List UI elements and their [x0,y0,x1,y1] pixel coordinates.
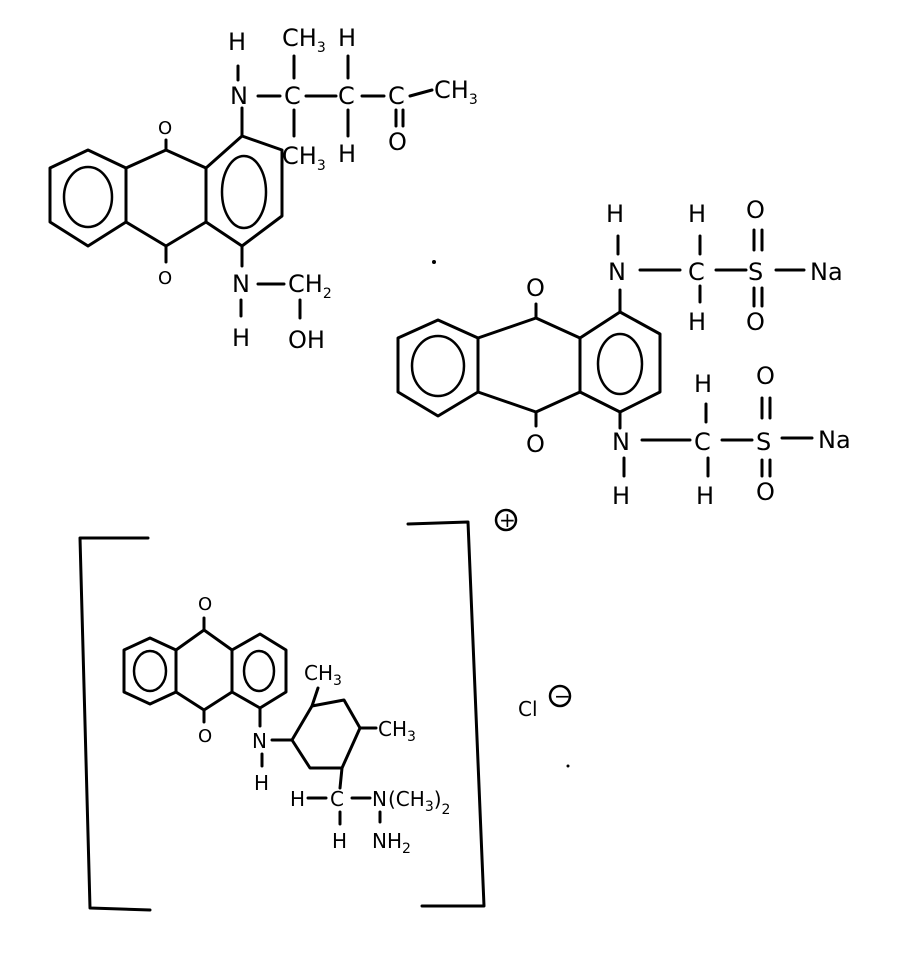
mol2-right-ring-aromatic-circle [598,334,642,394]
mol2-h-top-n: H [606,200,624,228]
mol2-right-ring [580,312,660,412]
chloride-ion: Cl − [518,684,571,721]
molecule-1: O O N H C CH3 CH3 C H H C O CH3 N H [50,24,478,354]
mol2-na-top: Na [810,258,843,286]
bracket-left [80,538,150,910]
mol1-c-carbonyl: C [388,82,405,110]
mol1-quinone-o-top: O [158,118,172,139]
mol1-c3-ch3-bond [410,90,432,96]
mol3-ch3-top-bond [312,688,318,706]
charge-plus: + [499,508,516,532]
mol3-nh2: NH2 [372,829,411,857]
mol1-amino-h-bottom: H [232,324,250,352]
mol3-c: C [330,787,344,811]
mol1-h-top: H [338,24,356,52]
mol3-central-ring [176,630,232,710]
mol3-right-ring-aromatic-circle [244,651,274,691]
mol3-n-dimethyl: (CH3)2 [388,787,450,818]
mol1-amino-n-bottom: N [232,270,250,298]
mol2-o-bottom-down: O [756,478,775,506]
mol2-na-bottom: Na [818,426,851,454]
mol2-h-bottom-c-down: H [696,482,714,510]
mol3-h-below: H [332,829,347,853]
mol2-s-bottom: S [756,428,771,456]
mol1-left-ring [50,150,126,246]
mol1-right-ring [206,136,282,246]
mol3-quinone-o-bottom: O [198,726,212,747]
mol1-oh: OH [288,326,325,354]
mol3-cyclohexane [292,700,360,768]
mol2-h-top-c-up: H [688,200,706,228]
mol1-h-bottom: H [338,140,356,168]
mol1-amino-n-top: N [230,82,248,110]
mol3-left-ring-aromatic-circle [134,651,166,691]
mol1-quinone-o-bottom: O [158,268,172,289]
mol1-c-second: C [338,82,355,110]
mol1-right-ring-aromatic-circle [222,156,266,228]
mol2-h-top-c-down: H [688,308,706,336]
mol2-quinone-o-top: O [526,274,545,302]
stray-dot [432,260,436,264]
mol3-ring-ch-bond [340,768,342,788]
chloride-label: Cl [518,697,538,721]
mol1-central-ring [126,150,206,246]
bracket-right [408,522,484,906]
charge-minus: − [554,684,571,708]
mol1-ch3-end: CH3 [434,76,478,108]
mol3-right-ring [232,634,286,708]
mol1-ch3-bottom: CH3 [282,142,326,174]
mol3-ch3-ring-right: CH3 [378,717,416,745]
mol2-quinone-o-bottom: O [526,430,545,458]
mol2-c-bottom: C [694,428,711,456]
mol3-n-h: H [254,771,269,795]
mol1-c-quaternary: C [284,82,301,110]
mol2-n-bottom: N [612,428,630,456]
mol2-o-bottom-up: O [756,362,775,390]
stray-dot-2 [567,765,570,768]
mol2-central-ring [478,318,580,412]
mol3-n-hydrazine: N [372,787,387,811]
mol2-o-top-up: O [746,196,765,224]
mol2-s-top: S [748,258,763,286]
mol1-ch2: CH2 [288,270,332,302]
mol3-n: N [252,729,267,753]
mol2-h-bottom-n: H [612,482,630,510]
mol2-o-top-down: O [746,308,765,336]
mol1-carbonyl-o: O [388,128,407,156]
mol3-ch3-ring-top: CH3 [304,661,342,689]
mol2-h-bottom-c-up: H [694,370,712,398]
mol2-c-top: C [688,258,705,286]
molecule-3: + O O N H CH3 CH3 H C H N (CH3)2 [80,508,516,910]
mol2-n-top: N [608,258,626,286]
mol2-left-ring-aromatic-circle [412,336,464,396]
mol1-ch3-top: CH3 [282,24,326,56]
mol1-amino-h-top: H [228,28,246,56]
mol3-h-left: H [290,787,305,811]
mol3-left-ring [124,638,176,704]
mol2-left-ring [398,320,478,416]
mol1-left-ring-aromatic-circle [64,167,112,227]
molecule-2: O O N H C H H S O O Na N H C H [398,196,851,510]
mol3-quinone-o-top: O [198,594,212,615]
